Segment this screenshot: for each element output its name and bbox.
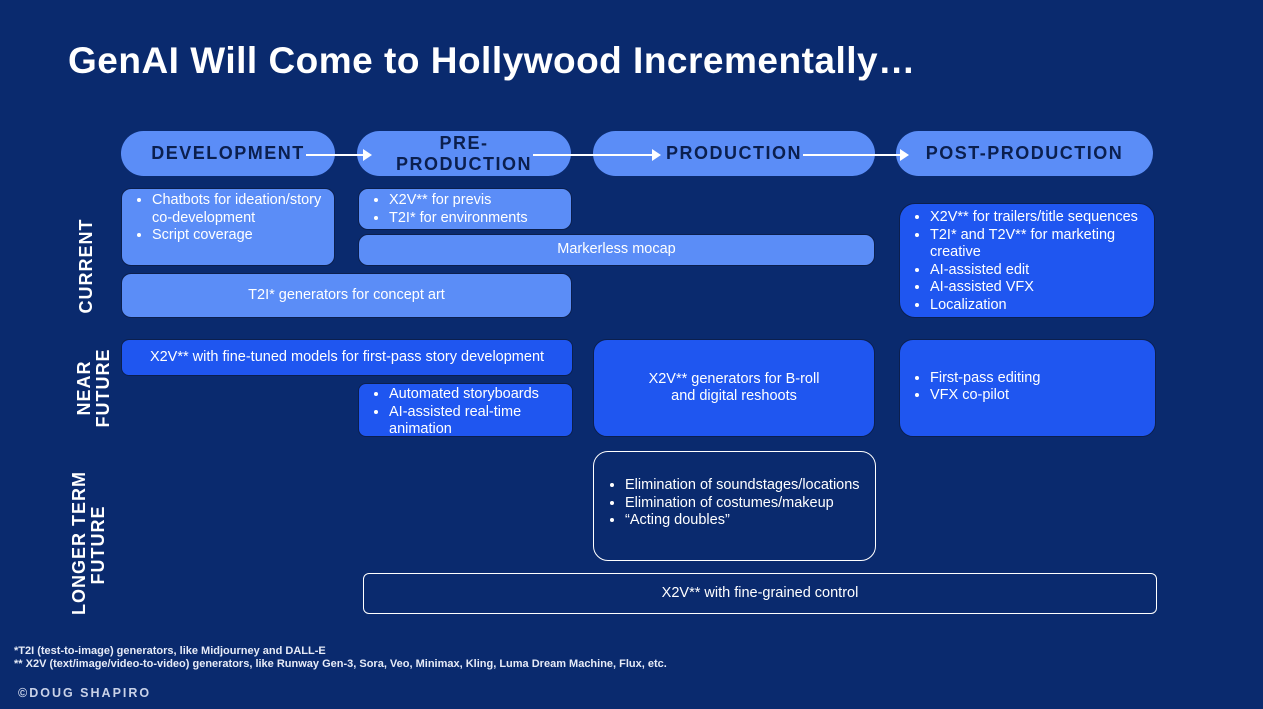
list-item: AI-assisted edit [930,262,1154,280]
list-item: Script coverage [152,227,334,245]
longer-term-production-box: Elimination of soundstages/locations Eli… [593,451,876,561]
list-item: Automated storyboards [389,386,572,404]
list-item: AI-assisted real-time animation [389,404,572,439]
list-item: “Acting doubles” [625,512,860,530]
list-item: X2V** for previs [389,192,571,210]
list-item: Elimination of costumes/makeup [625,495,860,513]
current-post-production-box: X2V** for trailers/title sequences T2I* … [899,203,1155,318]
markerless-mocap-box: Markerless mocap [358,234,875,266]
fine-grained-control-box: X2V** with fine-grained control [363,573,1157,614]
arrow-preprod-to-prod [533,149,661,161]
concept-art-box: T2I* generators for concept art [121,273,572,318]
near-preproduction-box: Automated storyboards AI-assisted real-t… [358,383,573,437]
slide-title: GenAI Will Come to Hollywood Incremental… [68,40,916,81]
row-label-current: CURRENT [76,218,96,314]
list-item: T2I* for environments [389,210,571,228]
arrow-prod-to-post [803,149,909,161]
list-item: T2I* and T2V** for marketing creative [930,227,1154,262]
stage-header-development: DEVELOPMENT [121,131,335,176]
broll-reshoots-box: X2V** generators for B-roll and digital … [593,339,875,437]
stage-header-post-production: POST-PRODUCTION [896,131,1153,176]
list-item: Elimination of soundstages/locations [625,477,860,495]
current-development-box: Chatbots for ideation/story co-developme… [121,188,335,266]
list-item: Chatbots for ideation/story co-developme… [152,192,334,227]
list-item: First-pass editing [930,370,1040,388]
list-item: X2V** for trailers/title sequences [930,209,1154,227]
story-development-box: X2V** with fine-tuned models for first-p… [121,339,573,376]
near-post-production-box: First-pass editing VFX co-pilot [899,339,1156,437]
footnote-t2i: *T2I (test-to-image) generators, like Mi… [14,645,326,657]
list-item: Localization [930,297,1154,315]
stage-header-production: PRODUCTION [593,131,875,176]
list-item: AI-assisted VFX [930,279,1154,297]
copyright: ©DOUG SHAPIRO [18,686,152,700]
arrow-dev-to-preprod [306,149,372,161]
stage-header-pre-production: PRE-PRODUCTION [357,131,571,176]
current-preproduction-box: X2V** for previs T2I* for environments [358,188,572,230]
list-item: VFX co-pilot [930,387,1040,405]
footnote-x2v: ** X2V (text/image/video-to-video) gener… [14,658,667,670]
